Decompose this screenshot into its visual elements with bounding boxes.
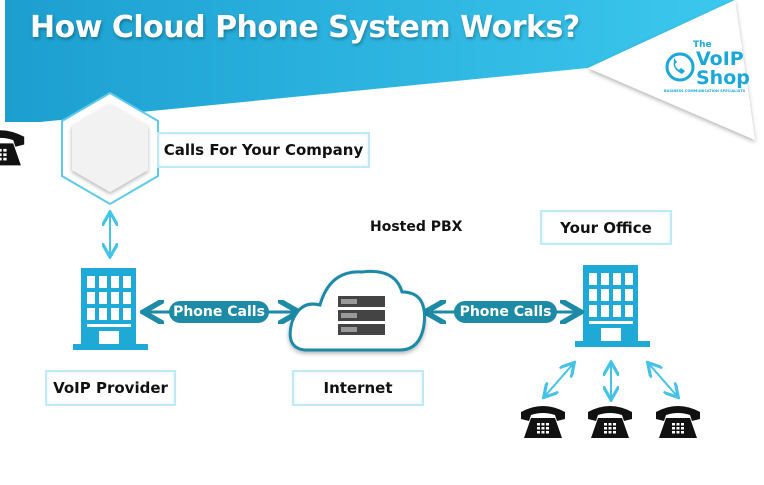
title-banner (5, 0, 735, 122)
page-title: How Cloud Phone System Works? (30, 10, 580, 45)
server-rack-icon (338, 296, 385, 335)
telephone-icon (0, 130, 25, 166)
logo-shop: Shop (696, 67, 750, 89)
telephone-icon (521, 406, 565, 438)
logo-tagline: BUSINESS COMMUNICATION SPECIALISTS (664, 89, 746, 93)
your-office-label: Your Office (540, 210, 672, 245)
telephone-icon (588, 406, 632, 438)
arrow-icon (649, 364, 677, 396)
internet-label: Internet (292, 370, 424, 406)
building-icon (73, 268, 148, 350)
logo-panel (588, 0, 755, 140)
logo-phone-icon (665, 52, 695, 82)
telephone-icon (656, 406, 700, 438)
logo-the: The (693, 40, 712, 50)
calls-for-company-label: Calls For Your Company (157, 132, 370, 168)
voip-provider-label: VoIP Provider (45, 370, 176, 406)
building-icon (575, 265, 650, 347)
phone-calls-link-right: Phone Calls (454, 301, 557, 323)
hosted-pbx-label: Hosted PBX (370, 219, 463, 235)
arrow-icon (545, 364, 573, 396)
phone-calls-link-left: Phone Calls (169, 301, 269, 323)
logo-voip: VoIP (696, 48, 744, 70)
